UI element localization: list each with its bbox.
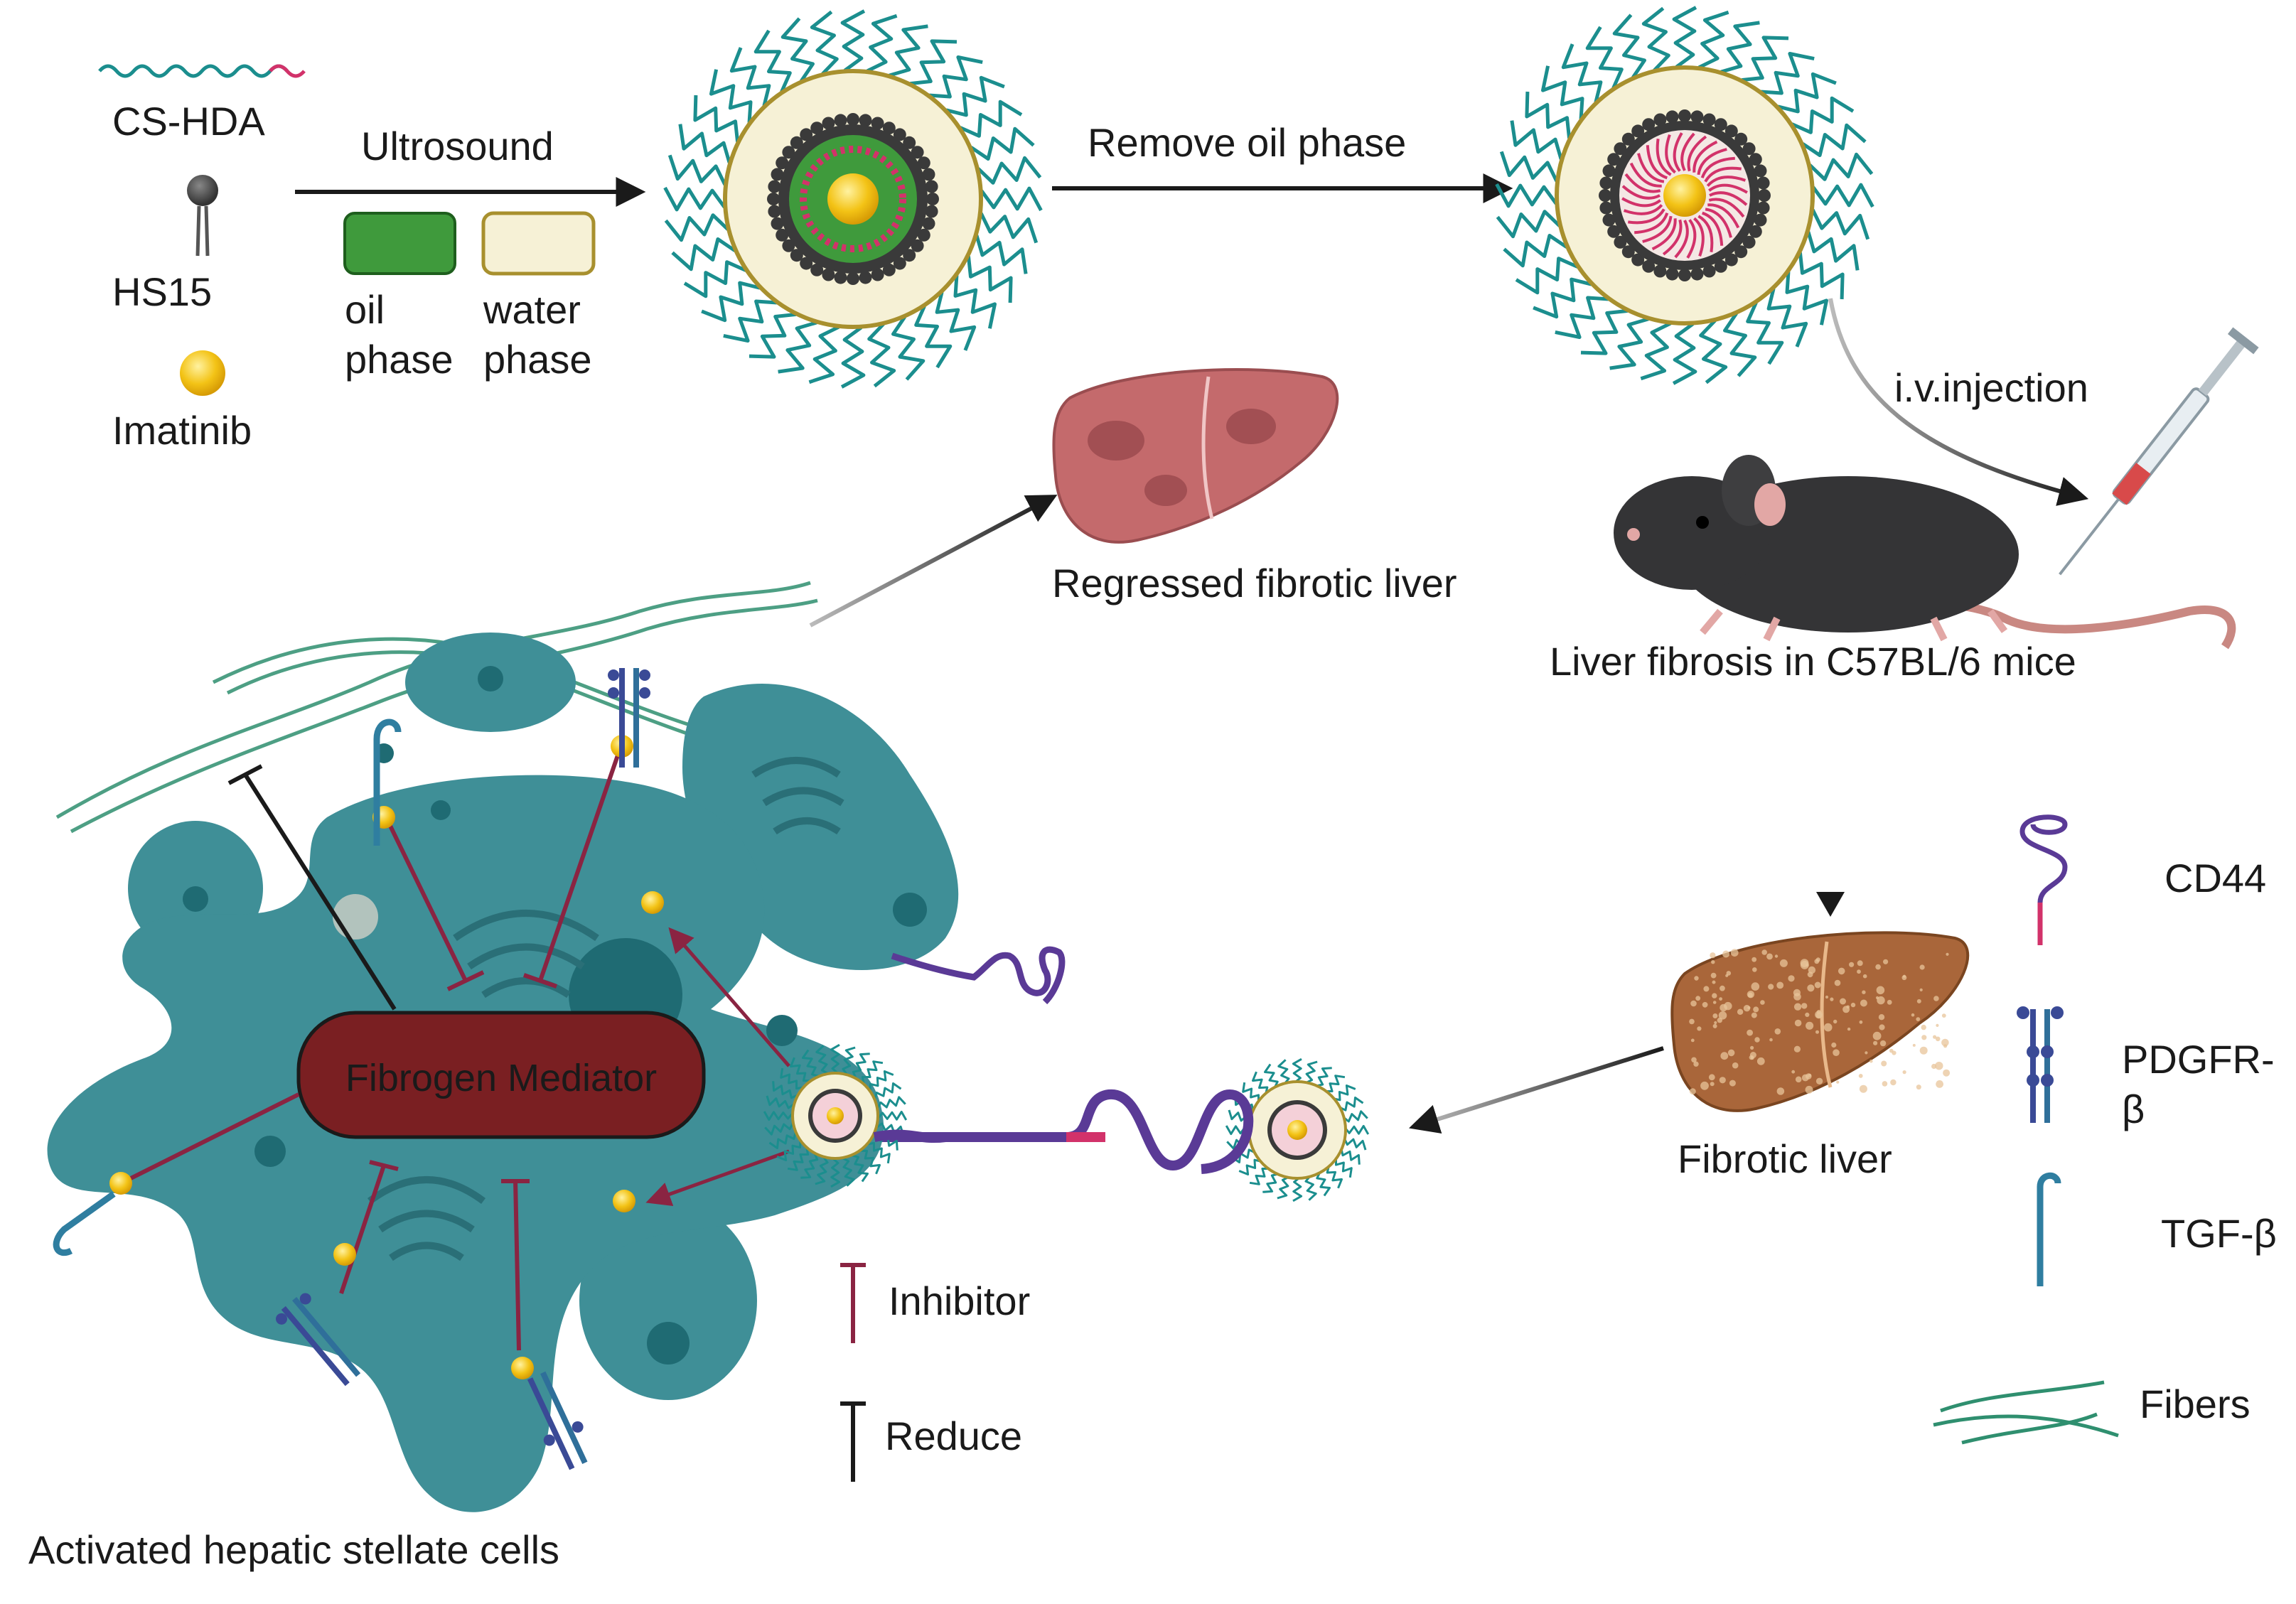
np1-imatinib-icon bbox=[827, 173, 879, 225]
imatinib-label: Imatinib bbox=[112, 408, 252, 453]
golgi-lower bbox=[368, 1176, 486, 1261]
pdgfr-legend-label-2: β bbox=[2122, 1087, 2145, 1131]
water-phase-box bbox=[481, 211, 596, 276]
golgi-upper bbox=[453, 910, 599, 999]
reduce-line bbox=[243, 773, 397, 1011]
mice-to-fibrotic-arrow-head bbox=[1816, 892, 1845, 917]
pdgfr-legend-icon bbox=[2017, 1006, 2064, 1123]
regressed-liver-label: Regressed fibrotic liver bbox=[1052, 561, 1457, 605]
np2-imatinib-icon bbox=[1663, 174, 1706, 217]
hs15-head-icon bbox=[187, 175, 218, 206]
main-stellate-cell bbox=[47, 775, 884, 1512]
mice-label: Liver fibrosis in C57BL/6 mice bbox=[1550, 639, 2076, 684]
inhibitor-key: Inhibitor bbox=[840, 1263, 1030, 1343]
reduce-key-label: Reduce bbox=[885, 1414, 1022, 1458]
cd44-legend-icon bbox=[2019, 814, 2068, 945]
fibrotic-to-np-arrow bbox=[1408, 1046, 1664, 1134]
fibers-legend: Fibers bbox=[1933, 1380, 2251, 1445]
cs-hda-label: CS-HDA bbox=[112, 99, 265, 144]
hs15-legend: HS15 bbox=[112, 175, 218, 314]
cell-bottom-right bbox=[579, 1201, 757, 1400]
tgf-legend: TGF-β bbox=[2037, 1172, 2277, 1286]
hs15-label: HS15 bbox=[112, 269, 212, 314]
hepatic-stellate-cells: Fibrogen Mediator bbox=[47, 581, 1066, 1512]
syringe-icon bbox=[2059, 327, 2259, 576]
nanoparticle-bound bbox=[763, 1043, 908, 1188]
np1-hda-ring bbox=[800, 146, 906, 252]
nanoparticle-final bbox=[1495, 6, 1874, 385]
cell-to-regressed-arrow bbox=[809, 495, 1058, 628]
injection-label: i.v.injection bbox=[1894, 365, 2088, 410]
nanoparticle-small bbox=[1225, 1057, 1370, 1202]
imatinib-icon bbox=[180, 350, 225, 396]
mouse-icon bbox=[1614, 455, 2236, 650]
inhibitor-key-label: Inhibitor bbox=[889, 1279, 1030, 1323]
reduce-bar bbox=[227, 764, 263, 785]
hda-segment-icon bbox=[269, 64, 306, 78]
hs15-tail-icon bbox=[195, 205, 210, 257]
cs-hda-legend: CS-HDA bbox=[98, 64, 306, 144]
fibrotic-liver-icon bbox=[1670, 931, 1970, 1112]
pdgfr-legend-label-1: PDGFR- bbox=[2122, 1037, 2275, 1082]
cs-hda-chain-icon bbox=[98, 64, 289, 78]
np1-hs15-dots bbox=[767, 113, 939, 285]
ultrasound-label: Ultrosound bbox=[361, 124, 554, 168]
np2-hda-spokes bbox=[1621, 132, 1748, 259]
fibers-legend-label: Fibers bbox=[2140, 1382, 2251, 1426]
oil-phase-label-2: phase bbox=[345, 337, 454, 382]
fibrogen-mediator-box bbox=[296, 1011, 706, 1139]
nanoparticle-with-oil bbox=[663, 9, 1043, 389]
fibrotic-liver-label: Fibrotic liver bbox=[1678, 1136, 1892, 1181]
release-arrow-down bbox=[645, 1149, 790, 1207]
pdgfr-legend bbox=[2017, 1006, 2064, 1123]
np3-corona bbox=[1225, 1057, 1370, 1202]
pdgfr-receptors-cell bbox=[276, 668, 650, 1470]
fibrogen-mediator-label: Fibrogen Mediator bbox=[345, 1057, 657, 1099]
imatinib-legend: Imatinib bbox=[112, 350, 252, 453]
injection-arrow bbox=[1828, 298, 2089, 506]
tgf-legend-label: TGF-β bbox=[2161, 1211, 2277, 1256]
cd44-receptor-large bbox=[874, 1089, 1254, 1174]
inhibitor-lines bbox=[127, 753, 621, 1351]
fibrotic-liver-speckles bbox=[1689, 949, 1951, 1095]
np2-hs15-dots bbox=[1599, 109, 1771, 281]
oil-phase-box bbox=[343, 212, 456, 275]
release-arrow-up bbox=[668, 927, 790, 1067]
tgf-legend-icon bbox=[2037, 1172, 2061, 1286]
water-phase-label-2: phase bbox=[483, 337, 592, 382]
cd44-legend-label: CD44 bbox=[2164, 856, 2266, 900]
tgf-receptors-cell bbox=[53, 718, 402, 1256]
remove-oil-label: Remove oil phase bbox=[1088, 120, 1406, 165]
cells-label: Activated hepatic stellate cells bbox=[28, 1527, 559, 1572]
cd44-legend: CD44 bbox=[2019, 814, 2266, 945]
fibers-legend-icon bbox=[1933, 1380, 2119, 1445]
water-phase-label-1: water bbox=[483, 287, 581, 332]
oil-phase-label-1: oil bbox=[345, 287, 385, 332]
cd44-receptor-small bbox=[891, 946, 1066, 1005]
reduce-key: Reduce bbox=[840, 1401, 1022, 1482]
regressed-liver-icon bbox=[1052, 368, 1339, 544]
